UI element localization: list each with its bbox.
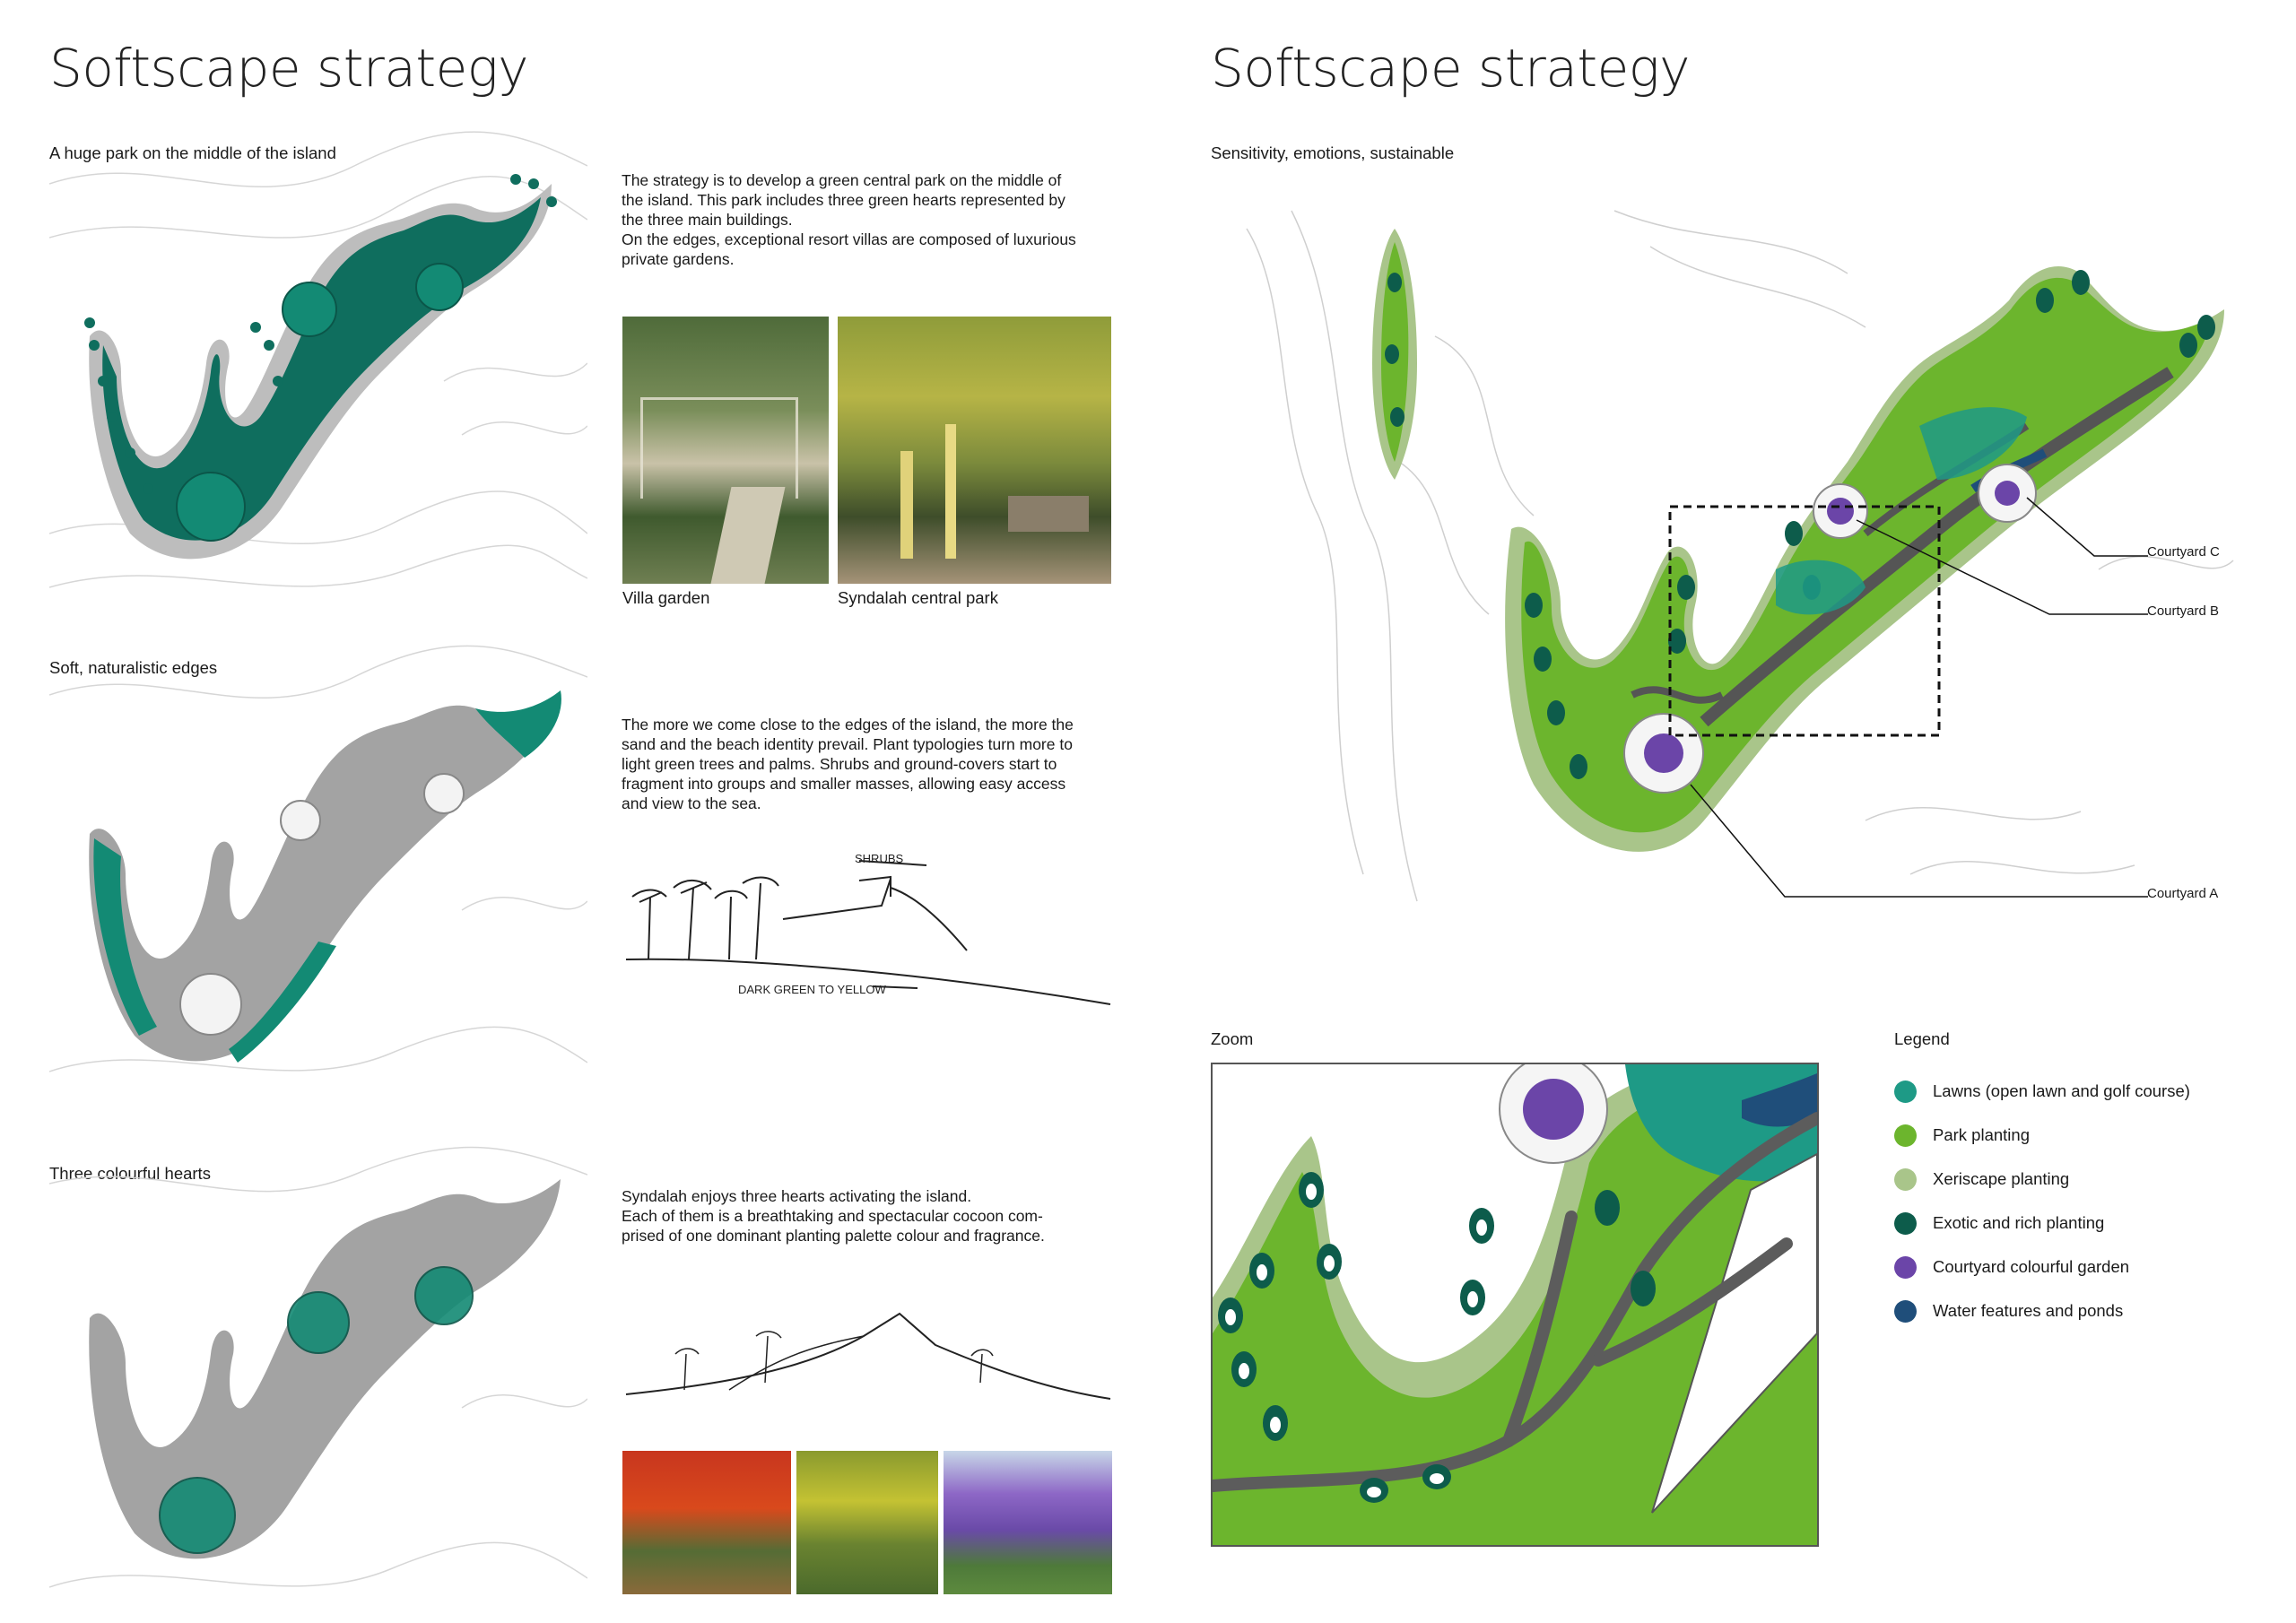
callout-courtyard-c: Courtyard C	[2147, 544, 2220, 560]
callout-courtyard-b: Courtyard B	[2147, 603, 2220, 619]
central-park-photo	[838, 317, 1111, 584]
legend-label: Courtyard colourful garden	[1933, 1257, 2130, 1276]
park-map-3	[49, 1146, 587, 1588]
legend-label: Xeriscape planting	[1933, 1169, 2070, 1188]
left-page-title: Softscape strategy	[49, 38, 528, 99]
master-plan-map	[1246, 210, 2234, 902]
sketch-label-shrubs: SHRUBS	[855, 852, 904, 865]
hearts-sketch	[625, 1312, 1111, 1400]
legend-swatch-lawns	[1894, 1080, 1917, 1103]
section3-text: Syndalah enjoys three hearts activating …	[622, 1187, 1045, 1245]
section2-text: The more we come close to the edges of t…	[622, 716, 1074, 812]
callout-courtyard-a: Courtyard A	[2147, 886, 2219, 901]
sketch-label-colors: DARK GREEN TO YELLOW	[738, 983, 886, 996]
legend-item-park-planting: Park planting	[1894, 1122, 2030, 1149]
legend-label: Park planting	[1933, 1125, 2030, 1144]
legend-swatch-xeriscape	[1894, 1167, 1917, 1191]
legend-item-water: Water features and ponds	[1894, 1298, 2123, 1324]
legend-label: Exotic and rich planting	[1933, 1213, 2105, 1232]
central-park-caption: Syndalah central park	[838, 588, 998, 607]
section3-subtitle: Three colourful hearts	[49, 1164, 211, 1183]
section1-subtitle: A huge park on the middle of the island	[49, 143, 336, 162]
legend-swatch-park	[1894, 1124, 1917, 1147]
legend-item-xeriscape: Xeriscape planting	[1894, 1166, 2069, 1193]
legend-swatch-exotic	[1894, 1211, 1917, 1235]
right-subtitle: Sensitivity, emotions, sustainable	[1211, 143, 1455, 162]
edge-sketch: SHRUBS DARK GREEN TO YELLOW	[625, 852, 1111, 1005]
villa-garden-caption: Villa garden	[622, 588, 710, 607]
villa-garden-photo	[622, 317, 829, 584]
legend-label: Water features and ponds	[1933, 1301, 2124, 1320]
zoom-label: Zoom	[1211, 1029, 1254, 1048]
legend-title: Legend	[1894, 1029, 1950, 1048]
legend-label: Lawns (open lawn and golf course)	[1933, 1081, 2190, 1100]
legend-swatch-water	[1894, 1299, 1917, 1323]
legend-item-lawns: Lawns (open lawn and golf course)	[1894, 1078, 2190, 1105]
legend-item-courtyard: Courtyard colourful garden	[1894, 1254, 2129, 1280]
park-map-1	[49, 131, 587, 588]
right-page-title: Softscape strategy	[1211, 38, 1690, 99]
section1-text: The strategy is to develop a green centr…	[622, 171, 1076, 268]
zoom-map	[1211, 1063, 1819, 1547]
legend-swatch-courtyard	[1894, 1255, 1917, 1279]
park-map-2	[49, 645, 587, 1072]
jacaranda-photo	[944, 1451, 1112, 1594]
yellow-tree-photo	[796, 1451, 938, 1594]
legend-item-exotic: Exotic and rich planting	[1894, 1210, 2104, 1237]
flame-tree-photo	[622, 1451, 791, 1594]
section2-subtitle: Soft, naturalistic edges	[49, 658, 218, 677]
